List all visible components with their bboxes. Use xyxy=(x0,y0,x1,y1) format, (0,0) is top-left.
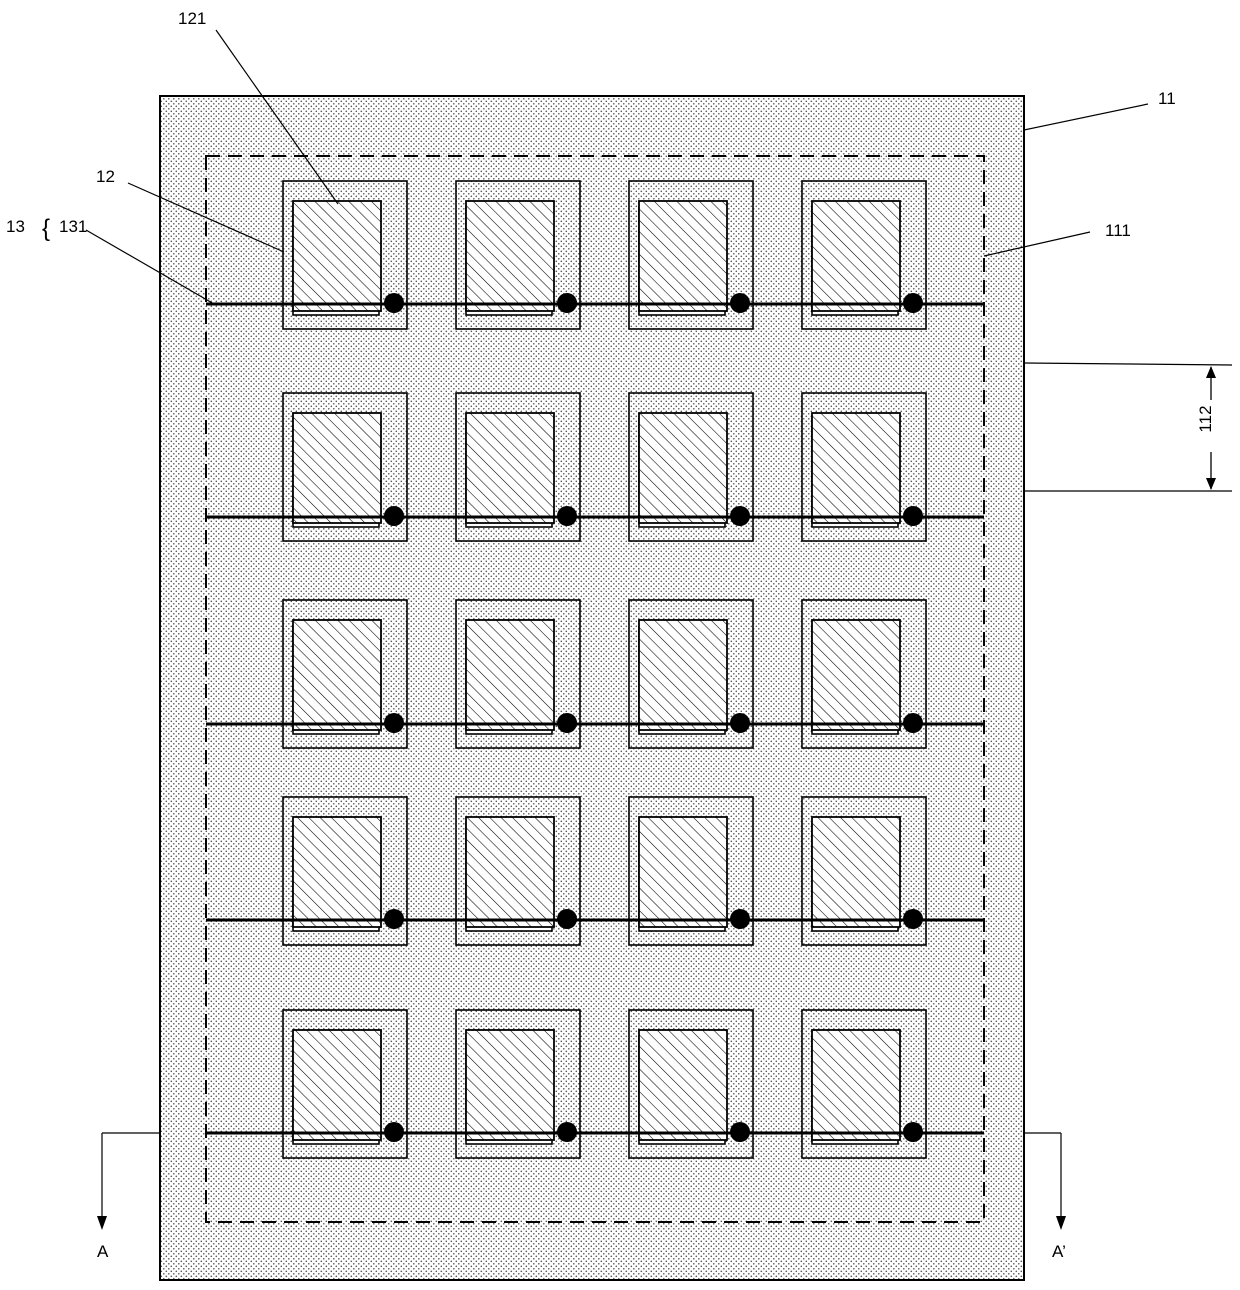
via-dot xyxy=(903,506,923,526)
via-dot xyxy=(384,1122,404,1142)
line-label: 131 xyxy=(59,217,87,236)
cell-inner-hatched xyxy=(293,620,381,730)
cell-inner-hatched xyxy=(812,1030,900,1140)
via-dot xyxy=(557,713,577,733)
section-marker-start: A xyxy=(97,1133,160,1261)
section-start-label: A xyxy=(97,1242,109,1261)
via-dot xyxy=(557,1122,577,1142)
cell-inner-hatched xyxy=(466,1030,554,1140)
cell-inner-hatched xyxy=(293,201,381,311)
region-label: 111 xyxy=(1105,221,1131,240)
via-dot xyxy=(730,909,750,929)
cell-inner-hatched xyxy=(639,1030,727,1140)
cell-inner-hatched xyxy=(293,413,381,523)
via-dot xyxy=(384,293,404,313)
cell-inner-hatched xyxy=(812,817,900,927)
panel-leader xyxy=(1024,104,1148,130)
via-dot xyxy=(384,909,404,929)
cell-inner-label: 121 xyxy=(178,9,206,28)
via-dot xyxy=(730,1122,750,1142)
via-dot xyxy=(384,506,404,526)
cell-inner-hatched xyxy=(639,201,727,311)
cell-inner-hatched xyxy=(466,620,554,730)
cell-inner-hatched xyxy=(812,413,900,523)
via-dot xyxy=(557,909,577,929)
line-group-label: 13 xyxy=(6,217,25,236)
via-dot xyxy=(384,713,404,733)
via-dot xyxy=(730,293,750,313)
cell-inner-hatched xyxy=(466,201,554,311)
section-marker-end: A’ xyxy=(1024,1133,1066,1261)
via-dot xyxy=(557,293,577,313)
row-gap-dimension: 112 xyxy=(1024,363,1232,491)
cell-inner-hatched xyxy=(639,620,727,730)
panel-label: 11 xyxy=(1158,89,1176,108)
via-dot xyxy=(730,713,750,733)
via-dot xyxy=(557,506,577,526)
via-dot xyxy=(903,909,923,929)
section-end-label: A’ xyxy=(1052,1242,1066,1261)
cell-inner-hatched xyxy=(466,413,554,523)
cell-inner-hatched xyxy=(293,817,381,927)
row-gap-label: 112 xyxy=(1196,405,1215,432)
cell-label: 12 xyxy=(96,167,115,186)
cell-inner-hatched xyxy=(812,201,900,311)
via-dot xyxy=(730,506,750,526)
cell-inner-hatched xyxy=(812,620,900,730)
via-dot xyxy=(903,713,923,733)
cell-inner-hatched xyxy=(466,817,554,927)
via-dot xyxy=(903,293,923,313)
cell-inner-hatched xyxy=(639,817,727,927)
cell-inner-hatched xyxy=(639,413,727,523)
via-dot xyxy=(903,1122,923,1142)
cell-inner-hatched xyxy=(293,1030,381,1140)
line-group-brace: { xyxy=(42,215,50,242)
